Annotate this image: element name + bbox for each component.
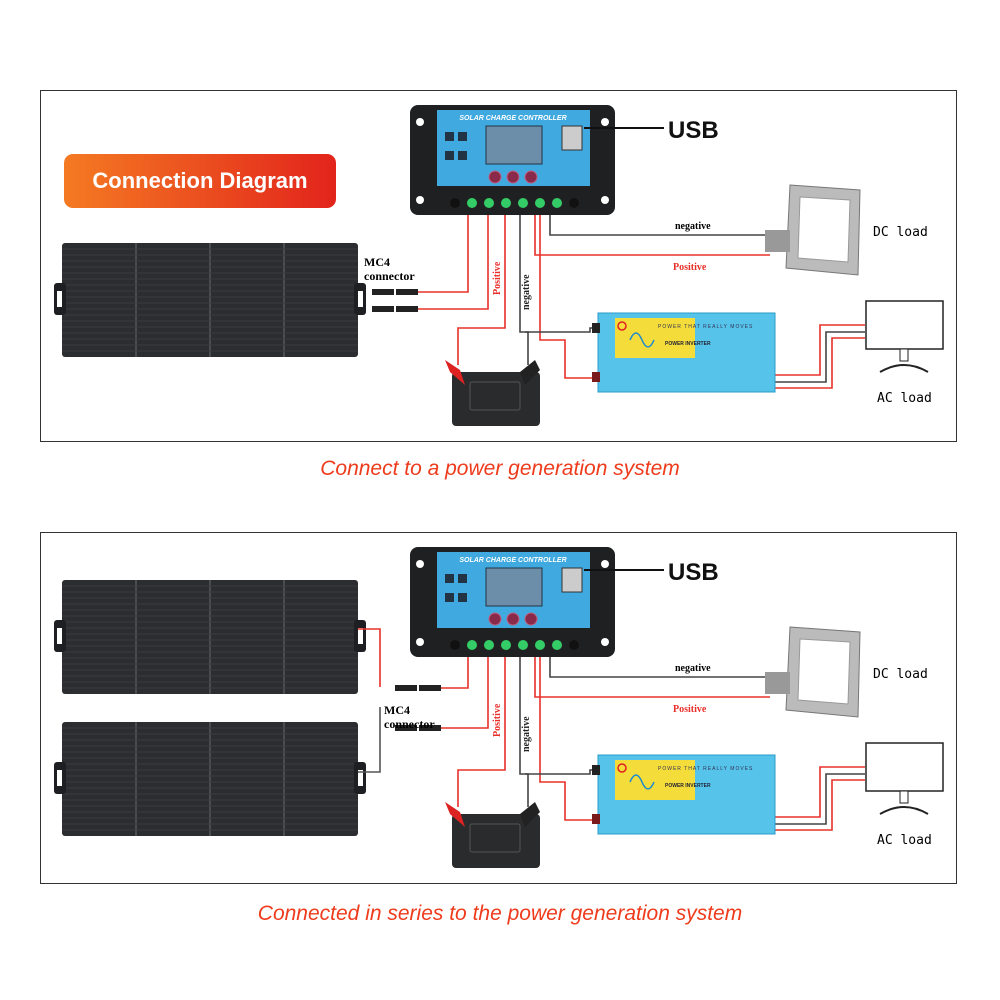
badge-label: Connection Diagram xyxy=(92,168,307,193)
inverter-slogan: POWER THAT REALLY MOVES xyxy=(658,324,753,330)
negative-wire-label: negative xyxy=(521,274,532,310)
connection-diagram-badge: Connection Diagram xyxy=(64,154,336,208)
ac-load-label: AC load xyxy=(877,833,932,848)
solar-panel xyxy=(54,580,366,694)
mc4-connector-icon xyxy=(372,289,418,295)
inverter-slogan: POWER THAT REALLY MOVES xyxy=(658,766,753,772)
usb-label: USB xyxy=(668,559,719,586)
mc4-connector-icon xyxy=(395,685,441,691)
positive-wire-label: Positive xyxy=(492,261,503,295)
mc4-connector-icon xyxy=(372,306,418,312)
dc-negative-label: negative xyxy=(675,663,711,674)
solar-panel xyxy=(54,722,366,836)
negative-wire-label: negative xyxy=(521,716,532,752)
monitor-icon xyxy=(865,742,944,815)
ac-load-label: AC load xyxy=(877,391,932,406)
dc-positive-label: Positive xyxy=(673,262,707,273)
floodlight-icon xyxy=(765,626,861,718)
controller-title: SOLAR CHARGE CONTROLLER xyxy=(459,557,566,564)
mc4-label: connector xyxy=(364,269,415,283)
usb-label: USB xyxy=(668,117,719,144)
dc-load-label: DC load xyxy=(873,225,928,240)
mc4-label: connector xyxy=(384,717,435,731)
battery-icon xyxy=(445,802,540,868)
caption-diagram-1: Connect to a power generation system xyxy=(320,457,680,480)
mc4-label: MC4 xyxy=(364,255,390,269)
inverter-name: POWER INVERTER xyxy=(665,341,711,347)
mc4-label: MC4 xyxy=(384,703,410,717)
inverter-name: POWER INVERTER xyxy=(665,783,711,789)
battery-icon xyxy=(445,360,540,426)
dc-positive-label: Positive xyxy=(673,704,707,715)
positive-wire-label: Positive xyxy=(492,703,503,737)
floodlight-icon xyxy=(765,184,861,276)
caption-diagram-2: Connected in series to the power generat… xyxy=(257,902,743,925)
dc-load-label: DC load xyxy=(873,667,928,682)
solar-charge-controller: SOLAR CHARGE CONTROLLER xyxy=(410,105,615,215)
dc-negative-label: negative xyxy=(675,221,711,232)
mc4-connector-icon xyxy=(395,725,441,731)
solar-panel xyxy=(54,243,366,357)
solar-charge-controller: SOLAR CHARGE CONTROLLER xyxy=(410,547,615,657)
controller-title: SOLAR CHARGE CONTROLLER xyxy=(459,115,566,122)
power-inverter: POWER THAT REALLY MOVES POWER INVERTER xyxy=(592,312,776,393)
monitor-icon xyxy=(865,300,944,373)
power-inverter: POWER THAT REALLY MOVES POWER INVERTER xyxy=(592,754,776,835)
